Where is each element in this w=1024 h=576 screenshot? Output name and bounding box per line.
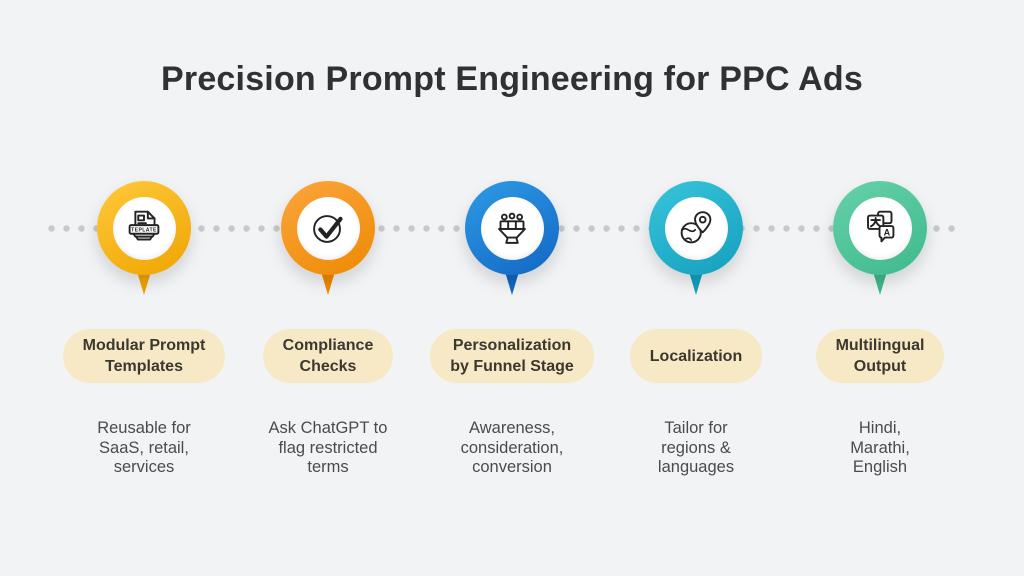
stage-pill: Compliance Checks — [262, 329, 394, 383]
pin-marker — [648, 181, 744, 295]
timeline-item: Compliance Checks Ask ChatGPT to flag re… — [236, 181, 420, 478]
pin-inner-circle: A — [848, 196, 912, 260]
pin-marker — [280, 181, 376, 295]
pin-ring: A — [833, 181, 927, 275]
pin-inner-circle: TEPLATE — [112, 196, 176, 260]
template-document-icon: TEPLATE — [128, 210, 160, 241]
stage-pill: Modular Prompt Templates — [62, 329, 226, 383]
stage-label: Localization — [649, 347, 743, 365]
page-title: Precision Prompt Engineering for PPC Ads — [161, 60, 863, 98]
stage-pill: Localization — [629, 329, 763, 383]
pin-inner-circle — [296, 196, 360, 260]
timeline-item: Localization Tailor for regions & langua… — [604, 181, 788, 478]
translation-icon-letter: A — [884, 227, 891, 237]
timeline: TEPLATE Modular Prompt Templates Reusabl… — [0, 181, 1024, 478]
timeline-columns: TEPLATE Modular Prompt Templates Reusabl… — [52, 181, 972, 478]
pin-ring — [649, 181, 743, 275]
pin-marker: A — [832, 181, 928, 295]
stage-description: Reusable for SaaS, retail, services — [97, 419, 191, 476]
pin-ring: TEPLATE — [97, 181, 191, 275]
pin-marker: TEPLATE — [96, 181, 192, 295]
template-icon-text: TEPLATE — [131, 228, 157, 234]
stage-label: Modular Prompt Templates — [82, 337, 206, 375]
timeline-item: Personalization by Funnel Stage Awarenes… — [420, 181, 604, 478]
stage-description: Awareness, consideration, conversion — [460, 419, 564, 476]
stage-pill: Multilingual Output — [815, 329, 945, 383]
timeline-item: TEPLATE Modular Prompt Templates Reusabl… — [52, 181, 236, 478]
funnel-audience-icon — [498, 212, 526, 244]
stage-description: Hindi, Marathi, English — [850, 419, 910, 476]
pin-marker — [464, 181, 560, 295]
stage-description: Tailor for regions & languages — [657, 419, 735, 476]
translation-icon: A — [867, 210, 895, 243]
pin-inner-circle — [664, 196, 728, 260]
stage-description: Ask ChatGPT to flag restricted terms — [268, 419, 388, 476]
check-circle-icon — [313, 215, 343, 243]
globe-location-pin-icon — [680, 211, 712, 244]
timeline-item: A Multilingual Output Hindi, Marathi, En… — [788, 181, 972, 478]
stage-label: Multilingual Output — [835, 337, 925, 375]
pin-ring — [465, 181, 559, 275]
stage-pill: Personalization by Funnel Stage — [430, 329, 594, 383]
stage-label: Personalization by Funnel Stage — [450, 337, 574, 375]
stage-label: Compliance Checks — [282, 337, 374, 375]
pin-inner-circle — [480, 196, 544, 260]
pin-ring — [281, 181, 375, 275]
